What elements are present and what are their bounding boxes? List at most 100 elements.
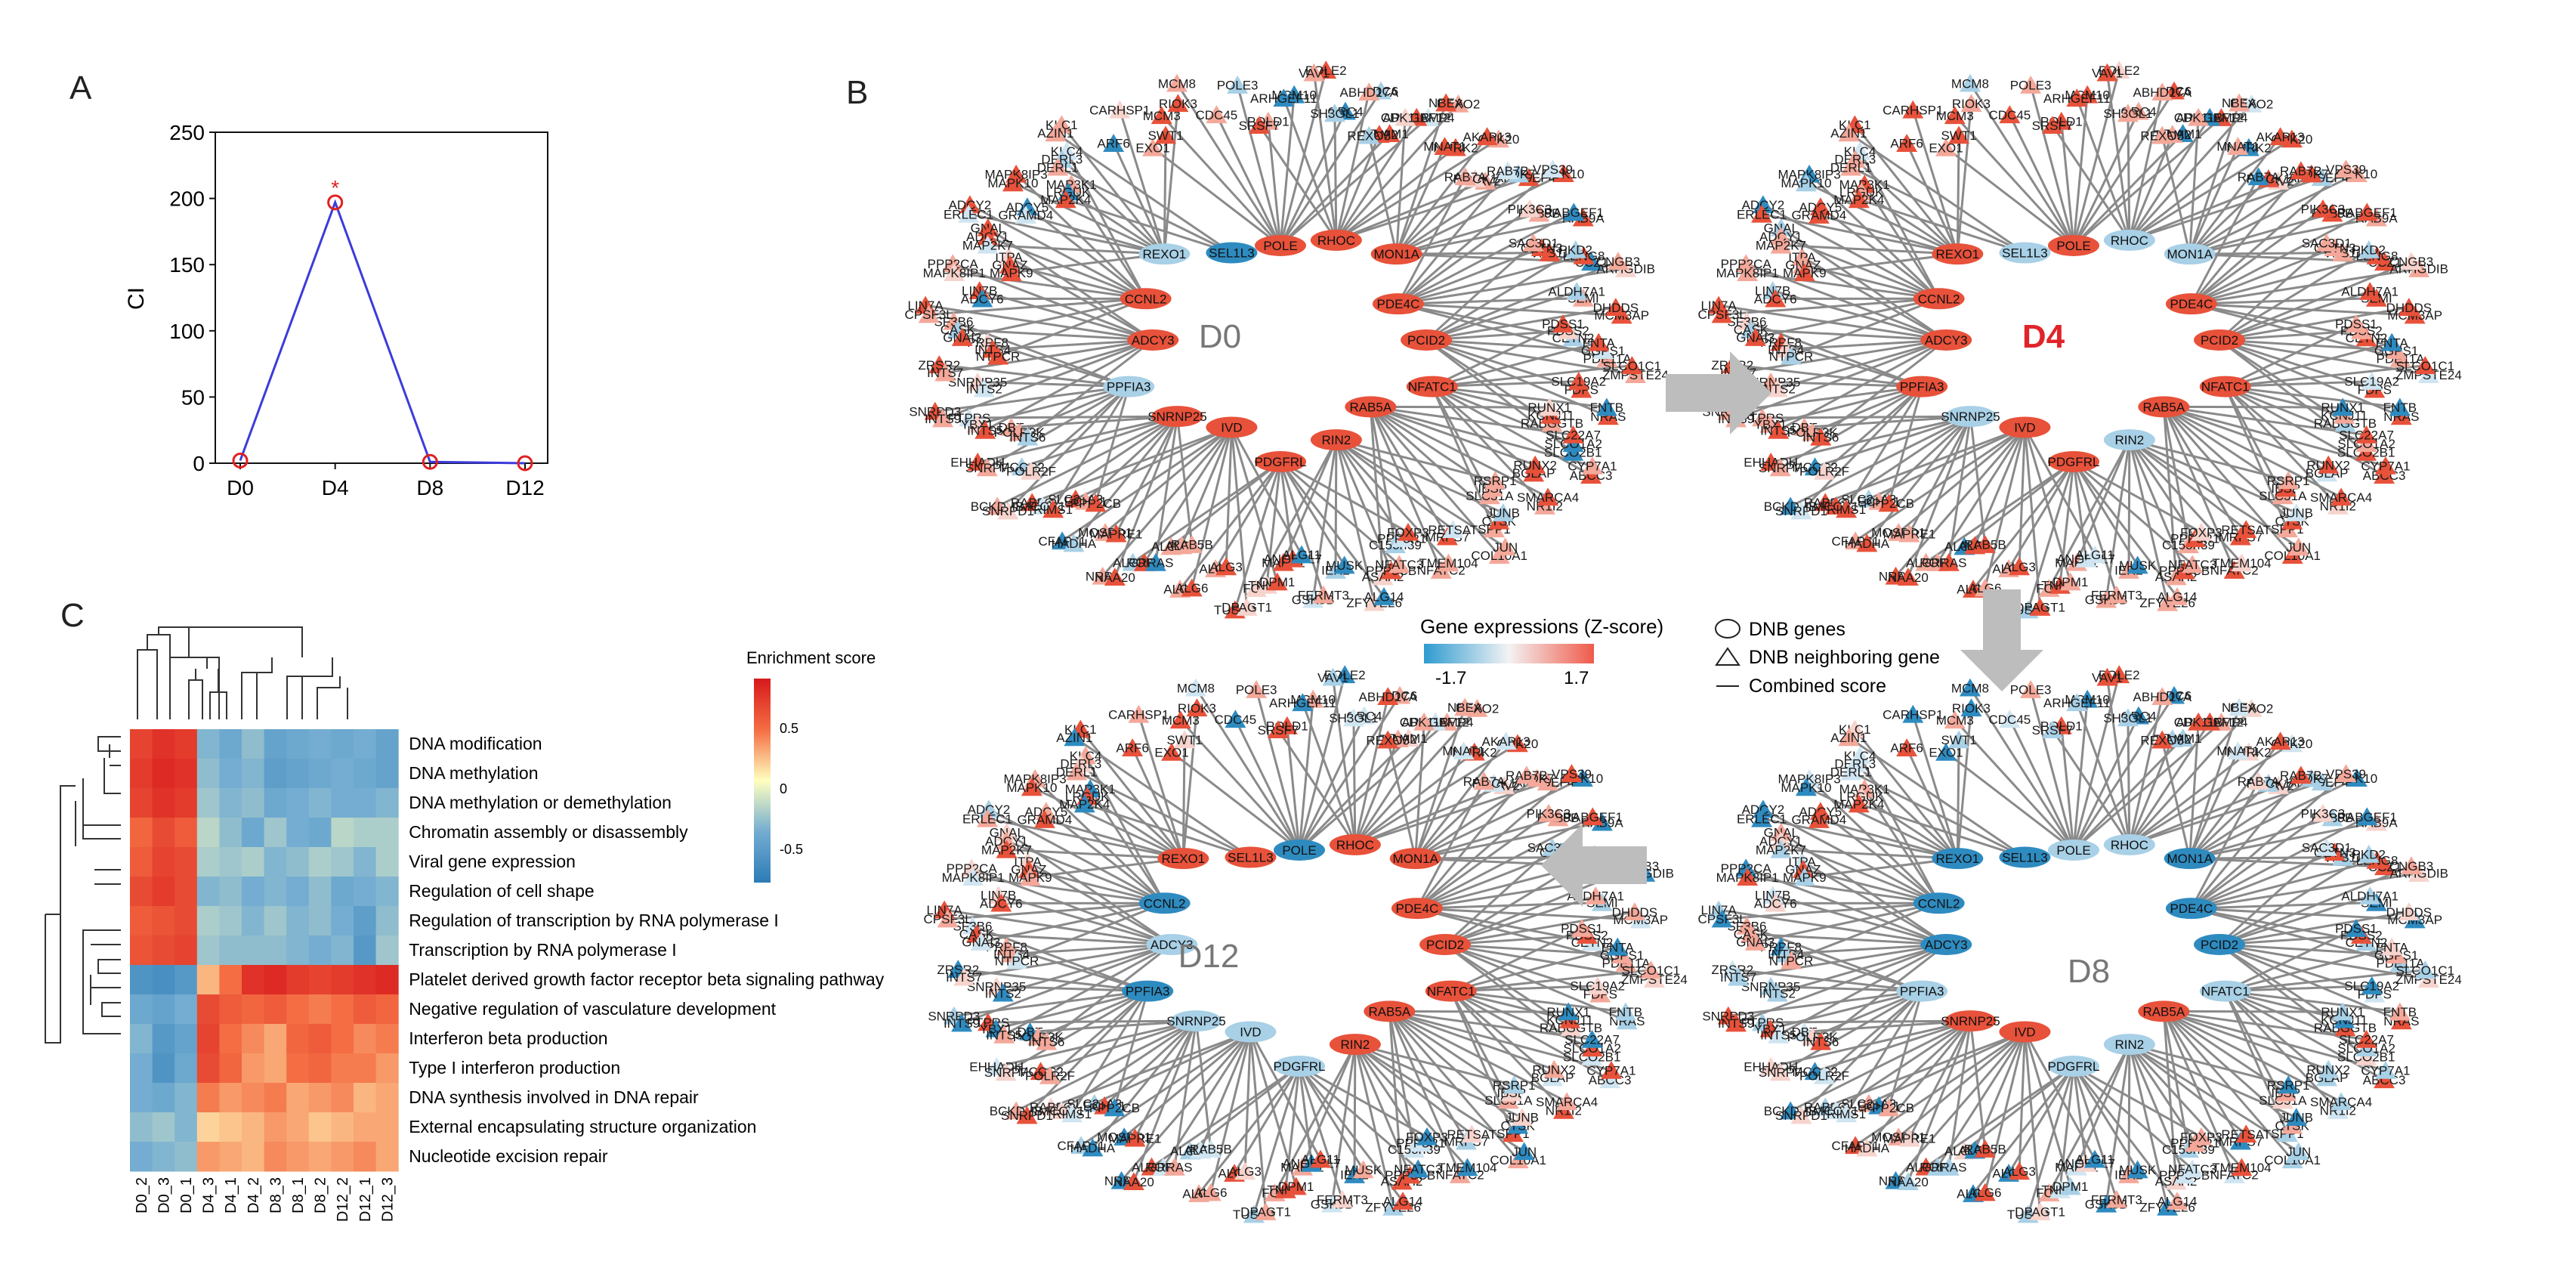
- heatmap-cell: [175, 847, 198, 877]
- gene-label: SNRPD1: [1001, 1109, 1053, 1123]
- neighbor-gene-node: [1959, 73, 1981, 92]
- neighbor-gene-node: [1325, 561, 1347, 579]
- neighbor-gene-node: [1902, 704, 1924, 723]
- network-edge: [1818, 818, 1958, 860]
- network-edge: [961, 943, 1172, 1025]
- neighbor-gene-node: [1948, 730, 1970, 749]
- gene-label: RAB5B: [1171, 538, 1213, 552]
- dnb-gene-node: [1138, 243, 1191, 265]
- network-D0: EXO1MCM3MCM8CDC45POLE3POLD1MCM10POLE2ORC…: [904, 60, 1669, 619]
- network-edge: [1280, 460, 1409, 533]
- network-edge: [1722, 901, 1939, 920]
- network-edge: [1414, 722, 1425, 859]
- heatmap-cell: [375, 729, 399, 759]
- heatmap-row-label: DNA methylation: [409, 763, 538, 783]
- network-edge: [1425, 260, 1619, 342]
- hub-gene-label: PCID2: [2201, 333, 2238, 348]
- gene-label: SWT1: [1166, 733, 1202, 747]
- neighbor-gene-node: [1790, 501, 1812, 520]
- gene-label: MAPK9: [1008, 870, 1052, 885]
- network-edge: [2129, 438, 2297, 515]
- network-edge: [1115, 416, 1178, 534]
- heatmap-cell: [375, 1112, 399, 1143]
- neighbor-gene-node: [2312, 803, 2334, 822]
- gene-label: SLCO1A2: [2337, 437, 2395, 451]
- network-edge: [1450, 990, 1626, 1013]
- heatmap-cell: [354, 906, 377, 936]
- network-edge: [1073, 416, 1178, 545]
- network-edge: [1779, 385, 1923, 469]
- network-edge: [1335, 438, 1454, 530]
- neighbor-gene-node: [1015, 206, 1036, 224]
- network-edge: [1031, 786, 1184, 860]
- neighbor-gene-node: [1607, 937, 1629, 956]
- neighbor-gene-node: [1974, 1183, 1996, 1201]
- dnb-gene-node: [1274, 1056, 1325, 1077]
- gene-label: LIN7A: [1700, 903, 1737, 917]
- neighbor-gene-node: [1312, 585, 1334, 604]
- panel-letter-c: C: [60, 597, 85, 634]
- gene-label: ZMPSTE24: [2395, 973, 2462, 987]
- neighbor-gene-node: [2361, 372, 2383, 390]
- gene-label: RAB7A: [2238, 775, 2280, 789]
- network-edge: [2009, 114, 2075, 246]
- gene-label: CARHSP1: [1108, 707, 1169, 722]
- gene-label: RAB7B: [1487, 164, 1529, 178]
- network-edge: [1354, 696, 1389, 846]
- gene-label: MCM3: [1936, 109, 1974, 123]
- heatmap-cell: [152, 1083, 175, 1113]
- hub-gene-label: RHOC: [2111, 233, 2148, 248]
- neighbor-gene-node: [1765, 893, 1787, 912]
- gene-label: MAPK8IP1: [1716, 870, 1779, 885]
- gene-label: ALG14: [2157, 1195, 2198, 1209]
- network-legend-title: Gene expressions (Z-score): [1420, 615, 1663, 638]
- gene-label: PPP2CB: [1864, 1101, 1914, 1115]
- gene-label: FOXP3: [1406, 1130, 1448, 1144]
- dnb-gene-node: [1329, 1034, 1381, 1056]
- gene-label: MAPK9: [990, 266, 1033, 280]
- hub-gene-label: SEL1L3: [2002, 246, 2048, 261]
- network-day-label: D12: [1178, 938, 1240, 975]
- gene-label: SNRPD1: [982, 504, 1034, 518]
- gene-label: NBEA: [2222, 96, 2257, 110]
- network-edge: [2191, 211, 2368, 305]
- neighbor-gene-node: [1395, 107, 1416, 126]
- neighbor-gene-node: [2346, 768, 2368, 787]
- network-edge: [1089, 788, 1166, 904]
- network-edge: [1969, 687, 2075, 851]
- gene-label: SNRPD3: [909, 404, 961, 419]
- heatmap-cell: [308, 906, 332, 936]
- neighbor-gene-node: [1234, 1161, 1256, 1180]
- gene-label: DPM1: [1278, 1180, 1314, 1194]
- gene-label: ALG6: [1969, 1186, 2001, 1200]
- neighbor-gene-node: [1935, 138, 1957, 156]
- row-dendrogram: [45, 736, 121, 1044]
- network-edge: [2072, 461, 2179, 598]
- ci-line: [239, 199, 526, 465]
- gene-label: RIOK3: [1178, 701, 1216, 716]
- heatmap-cell: [152, 818, 175, 848]
- neighbor-gene-node: [1960, 94, 1982, 113]
- network-edge: [1854, 124, 1959, 255]
- network-edge: [1395, 178, 1476, 255]
- gene-label: BGLAP: [2306, 466, 2349, 481]
- neighbor-gene-node: [1105, 524, 1127, 543]
- network-edge: [2225, 385, 2368, 445]
- gene-label: JUN: [1512, 1145, 1537, 1159]
- network-edge: [1432, 364, 1632, 388]
- gene-label: SLCO1C1: [2396, 963, 2454, 978]
- neighbor-gene-node: [1974, 1139, 1996, 1158]
- gene-label: RIMS1: [1033, 502, 1073, 517]
- network-edge: [1249, 1031, 1298, 1187]
- gene-label: ADCY6: [1754, 292, 1797, 306]
- neighbor-gene-node: [1751, 809, 1773, 827]
- network-edge: [1312, 73, 1338, 241]
- legend-neighbor-gene: DNB neighboring gene: [1749, 647, 1940, 668]
- dnb-gene-node: [2164, 848, 2216, 870]
- network-edge: [1907, 416, 1972, 578]
- neighbor-gene-node: [2287, 1142, 2309, 1161]
- gene-label: SNRNP35: [948, 376, 1007, 390]
- dnb-gene-node: [1391, 898, 1443, 920]
- neighbor-gene-node: [2041, 720, 2063, 738]
- y-tick-label: 0: [193, 452, 205, 475]
